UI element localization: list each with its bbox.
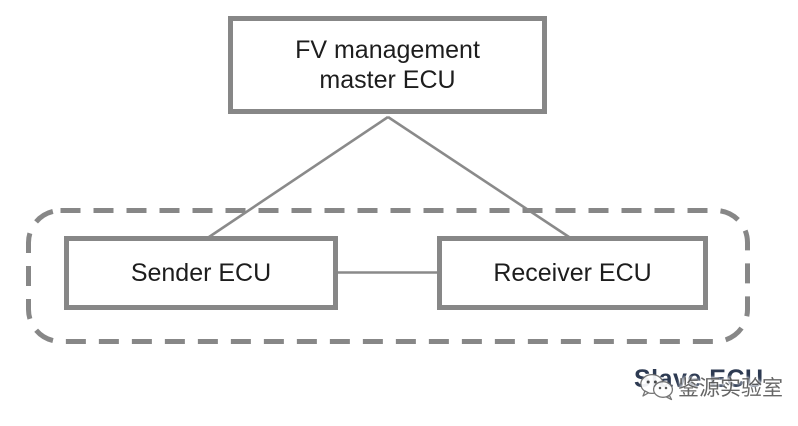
watermark-text: 鉴源实验室	[678, 376, 783, 400]
node-receiver-ecu[interactable]: Receiver ECU	[437, 236, 708, 310]
connector-master-to-receiver	[387, 115, 570, 239]
node-label-master: FV management master ECU	[295, 35, 480, 95]
node-label-sender: Sender ECU	[130, 258, 272, 287]
node-label-receiver: Receiver ECU	[493, 258, 652, 287]
slave-ecu-group-boundary	[26, 208, 750, 344]
node-fv-management-master-ecu[interactable]: FV management master ECU	[228, 16, 547, 114]
connector-master-to-sender	[208, 115, 389, 239]
watermark: 鉴源实验室	[640, 372, 783, 402]
node-sender-ecu[interactable]: Sender ECU	[64, 236, 338, 310]
wechat-icon	[640, 373, 674, 401]
